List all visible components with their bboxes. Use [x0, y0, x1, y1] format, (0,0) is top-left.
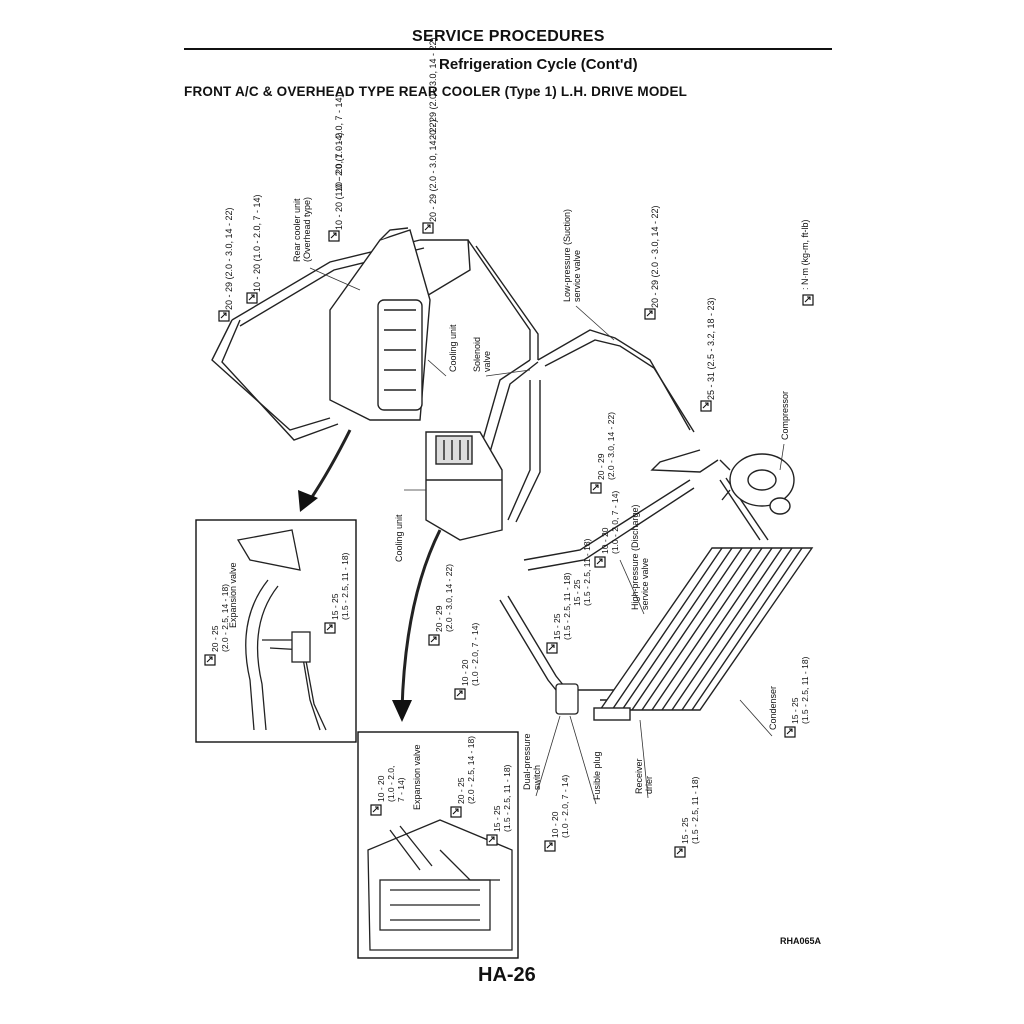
- condenser: [593, 547, 814, 721]
- section-title: SERVICE PROCEDURES: [412, 28, 605, 45]
- inset2-torque-c: 15 - 25 (1.5 - 2.5, 11 - 18): [492, 764, 512, 832]
- svg-text:(1.5 - 2.5, 11 - 18): (1.5 - 2.5, 11 - 18): [562, 572, 572, 640]
- svg-text:switch: switch: [532, 765, 542, 790]
- svg-text:(1.5 - 2.5, 11 - 18): (1.5 - 2.5, 11 - 18): [340, 552, 350, 620]
- svg-text:(1.0 - 2.0, 7 - 14): (1.0 - 2.0, 7 - 14): [470, 623, 480, 686]
- svg-text:10 - 20: 10 - 20: [600, 527, 610, 554]
- svg-text:(1.5 - 2.5, 11 - 18): (1.5 - 2.5, 11 - 18): [690, 776, 700, 844]
- svg-text:service valve: service valve: [572, 250, 582, 302]
- svg-text:10 - 20: 10 - 20: [550, 811, 560, 838]
- section-subtitle: Refrigeration Cycle (Cont'd): [439, 56, 638, 73]
- svg-text:(1.5 - 2.5, 11 - 18): (1.5 - 2.5, 11 - 18): [800, 656, 810, 724]
- torque-label-2: 10 - 20 (1.0 - 2.0, 7 - 14): [252, 194, 262, 292]
- label-solenoid-valve: Solenoid valve: [472, 337, 492, 372]
- inset-rear-drawing: [236, 529, 327, 731]
- torque-label-4: 20 - 29 (2.0 - 3.0, 14 - 22): [428, 119, 438, 222]
- label-dual-pressure-switch: Dual-pressure switch: [522, 733, 542, 790]
- label-rear-cooler-unit: Rear cooler unit (Overhead type): [292, 197, 312, 262]
- svg-text:Dual-pressure: Dual-pressure: [522, 733, 532, 790]
- svg-text:15 - 25: 15 - 25: [790, 697, 800, 724]
- label-compressor: Compressor: [780, 391, 790, 440]
- compressor: [719, 453, 795, 515]
- torque-label-7: 10 - 20 (1.0 - 2.0, 7 - 14): [334, 94, 344, 192]
- inset1-torque-b: 15 - 25 (1.5 - 2.5, 11 - 18): [330, 552, 350, 620]
- svg-text:valve: valve: [482, 351, 492, 372]
- torque-label-8: 20 - 29 (2.0 - 3.0, 14 - 22): [428, 37, 438, 140]
- legend-unit: : N·m (kg-m, ft-lb): [800, 220, 810, 291]
- svg-text:10 - 20: 10 - 20: [376, 775, 386, 802]
- label-high-pressure-valve: High-pressure (Discharge) service valve: [630, 504, 650, 610]
- front-cooling-unit: [425, 431, 503, 541]
- torque-label-11: 20 - 29 (2.0 - 3.0, 14 - 22): [434, 564, 454, 632]
- torque-label-6: 25 - 31 (2.5 - 3.2, 18 - 23): [706, 297, 716, 400]
- header-rule: [184, 48, 832, 50]
- torque-label-3: 10 - 20 (1.0 - 2.0, 7 - 14): [334, 132, 344, 230]
- svg-text:(2.0 - 3.0, 14 - 22): (2.0 - 3.0, 14 - 22): [444, 564, 454, 632]
- torque-label-9: 20 - 29 (2.0 - 3.0, 14 - 22): [596, 412, 616, 480]
- svg-text:10 - 20: 10 - 20: [460, 659, 470, 686]
- piping-lines: [211, 239, 769, 711]
- svg-text:(1.0 - 2.0, 7 - 14): (1.0 - 2.0, 7 - 14): [610, 491, 620, 554]
- torque-label-13: 15 - 25 (1.5 - 2.5, 11 - 18): [552, 572, 572, 640]
- label-cooling-unit-rear: Cooling unit: [448, 324, 458, 372]
- svg-text:20 - 29: 20 - 29: [434, 605, 444, 632]
- torque-label-12: 10 - 20 (1.0 - 2.0, 7 - 14): [460, 623, 480, 686]
- svg-text:drier: drier: [644, 776, 654, 794]
- label-fusible-plug: Fusible plug: [592, 751, 602, 800]
- torque-label-15: 10 - 20 (1.0 - 2.0, 7 - 14): [550, 775, 570, 838]
- label-expansion-valve-2: Expansion valve: [412, 744, 422, 810]
- svg-text:7 - 14): 7 - 14): [396, 777, 406, 802]
- label-receiver-drier: Receiver drier: [634, 758, 654, 794]
- svg-text:Low-pressure (Suction): Low-pressure (Suction): [562, 209, 572, 302]
- svg-text:15 - 25: 15 - 25: [492, 805, 502, 832]
- svg-text:(2.0 - 2.5, 14 - 18): (2.0 - 2.5, 14 - 18): [466, 736, 476, 804]
- svg-text:Rear cooler unit: Rear cooler unit: [292, 198, 302, 262]
- svg-text:(1.5 - 2.5, 11 - 18): (1.5 - 2.5, 11 - 18): [502, 764, 512, 832]
- model-heading: FRONT A/C & OVERHEAD TYPE REAR COOLER (T…: [184, 84, 688, 99]
- label-low-pressure-valve: Low-pressure (Suction) service valve: [562, 209, 582, 302]
- svg-text:20 - 25: 20 - 25: [210, 625, 220, 652]
- inset2-torque-a: 10 - 20 (1.0 - 2.0, 7 - 14): [376, 766, 406, 802]
- svg-text:(2.0 - 2.5, 14 - 18): (2.0 - 2.5, 14 - 18): [220, 584, 230, 652]
- svg-text:Solenoid: Solenoid: [472, 337, 482, 372]
- svg-text:High-pressure (Discharge): High-pressure (Discharge): [630, 504, 640, 610]
- svg-text:(1.0 - 2.0,: (1.0 - 2.0,: [386, 766, 396, 802]
- svg-text:15 - 25: 15 - 25: [552, 613, 562, 640]
- svg-text:(Overhead type): (Overhead type): [302, 197, 312, 262]
- leader-lines: [309, 267, 785, 805]
- torque-label-10: 10 - 20 (1.0 - 2.0, 7 - 14): [600, 491, 620, 554]
- torque-label-14: 15 - 25 (1.5 - 2.5, 11 - 18): [790, 656, 810, 724]
- arrow-head-1: [298, 490, 318, 512]
- figure-reference: RHA065A: [780, 936, 822, 946]
- svg-text:(1.0 - 2.0, 7 - 14): (1.0 - 2.0, 7 - 14): [560, 775, 570, 838]
- label-cooling-unit-front: Cooling unit: [394, 514, 404, 562]
- svg-text:Receiver: Receiver: [634, 758, 644, 794]
- svg-text:20 - 29: 20 - 29: [596, 453, 606, 480]
- rear-cooler-unit: [329, 227, 431, 421]
- arrow-head-2: [392, 700, 412, 722]
- label-expansion-valve-1: Expansion valve: [228, 562, 238, 628]
- page-number: HA-26: [478, 964, 536, 986]
- torque-label-17: 15 - 25 (1.5 - 2.5, 11 - 18): [572, 538, 592, 606]
- svg-text:(2.0 - 3.0, 14 - 22): (2.0 - 3.0, 14 - 22): [606, 412, 616, 480]
- svg-text:15 - 25: 15 - 25: [572, 579, 582, 606]
- label-condenser: Condenser: [768, 686, 778, 730]
- svg-text:20 - 25: 20 - 25: [456, 777, 466, 804]
- svg-text:(1.5 - 2.5, 11 - 18): (1.5 - 2.5, 11 - 18): [582, 538, 592, 606]
- svg-text:service valve: service valve: [640, 558, 650, 610]
- torque-label-5: 20 - 29 (2.0 - 3.0, 14 - 22): [650, 205, 660, 308]
- inset1-torque-a: 20 - 25 (2.0 - 2.5, 14 - 18): [210, 584, 230, 652]
- inset2-torque-b: 20 - 25 (2.0 - 2.5, 14 - 18): [456, 736, 476, 804]
- receiver-drier: [555, 683, 579, 715]
- svg-text:15 - 25: 15 - 25: [330, 593, 340, 620]
- torque-label-1: 20 - 29 (2.0 - 3.0, 14 - 22): [224, 207, 234, 310]
- torque-label-16: 15 - 25 (1.5 - 2.5, 11 - 18): [680, 776, 700, 844]
- svg-text:15 - 25: 15 - 25: [680, 817, 690, 844]
- inset-front-drawing: [367, 819, 513, 951]
